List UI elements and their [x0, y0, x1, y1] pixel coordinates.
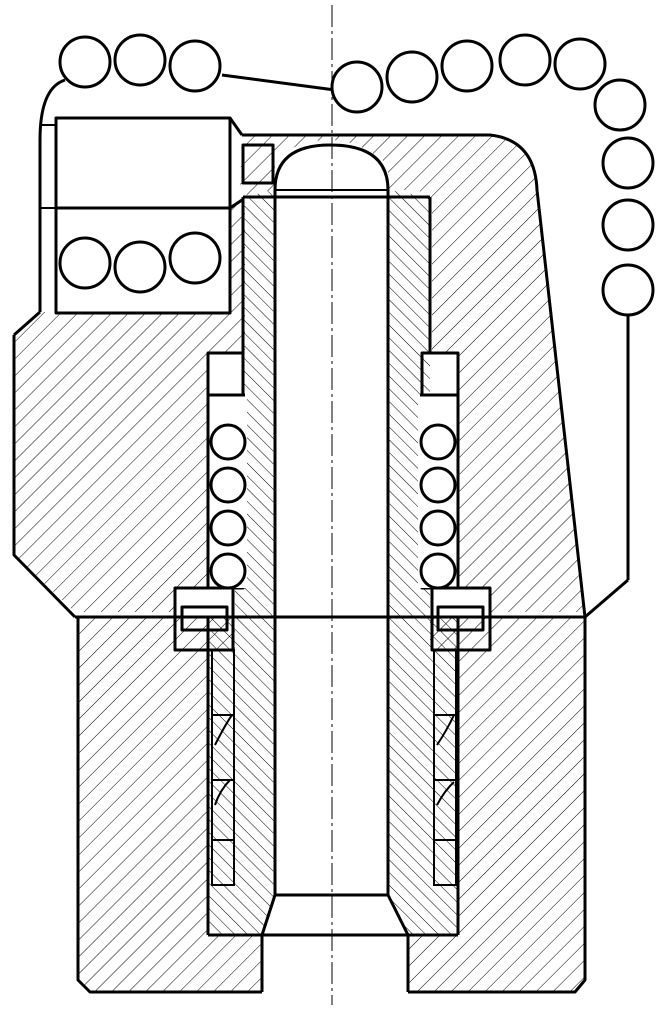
chain-ball	[385, 50, 439, 104]
chain-ball	[498, 33, 552, 87]
left-nut-block	[40, 116, 275, 315]
lower-gap-left	[211, 649, 235, 886]
lower-gap-right	[433, 649, 457, 886]
spring-pocket-right	[418, 351, 460, 590]
chain-ball	[601, 136, 655, 190]
seal-ring-right	[430, 586, 492, 652]
chain-ball	[601, 263, 655, 317]
seal-ring-left	[173, 586, 235, 652]
ball-chain	[58, 33, 655, 317]
chain-ball	[601, 198, 655, 252]
spring-ball	[209, 423, 247, 461]
chain-ball	[168, 231, 222, 285]
upper-cap-body	[12, 78, 630, 619]
spring-ball	[419, 552, 457, 590]
chain-ball	[330, 60, 384, 114]
chain-ball	[58, 236, 112, 290]
chain-ball	[58, 35, 112, 89]
chain-ball	[553, 37, 607, 91]
spring-ball	[209, 466, 247, 504]
chain-ball	[593, 78, 647, 132]
chain-ball	[113, 33, 167, 87]
spring-ball	[209, 552, 247, 590]
chain-ball	[440, 39, 494, 93]
chain-ball	[113, 240, 167, 294]
spring-ball	[419, 466, 457, 504]
chain-ball	[168, 39, 222, 93]
spring-ball	[209, 509, 247, 547]
spring-ball	[419, 423, 457, 461]
spring-ball	[419, 509, 457, 547]
spring-pocket-left	[206, 351, 247, 590]
